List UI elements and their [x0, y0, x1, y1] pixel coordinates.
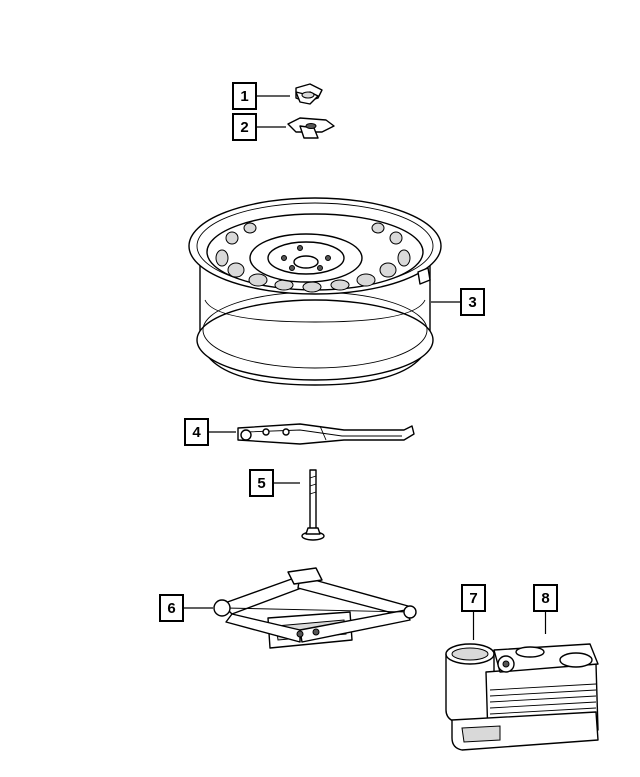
svg-text:8: 8	[541, 590, 549, 607]
callout-4: 4	[184, 418, 236, 446]
svg-text:6: 6	[167, 600, 175, 617]
svg-text:7: 7	[469, 590, 477, 607]
part-4-lug-wrench	[237, 423, 415, 445]
svg-text:5: 5	[257, 475, 265, 492]
part-7-sealant-canister	[445, 643, 495, 725]
svg-text:2: 2	[240, 119, 248, 136]
callout-5: 5	[249, 469, 300, 497]
callout-3: 3	[431, 288, 485, 316]
callout-7: 7	[461, 584, 486, 640]
part-1-wing-nut	[295, 83, 323, 105]
svg-text:4: 4	[192, 424, 201, 441]
svg-text:3: 3	[468, 294, 476, 311]
part-2-retainer-nut	[287, 117, 335, 139]
callout-2: 2	[232, 113, 286, 141]
callout-8: 8	[533, 584, 558, 634]
svg-text:1: 1	[240, 88, 248, 105]
part-3-spare-wheel	[188, 197, 442, 386]
callout-1: 1	[232, 82, 290, 110]
part-6-scissor-jack	[213, 567, 417, 649]
part-8-air-compressor	[451, 643, 599, 751]
callout-6: 6	[159, 594, 213, 622]
part-5-hold-down-bolt	[301, 469, 325, 541]
